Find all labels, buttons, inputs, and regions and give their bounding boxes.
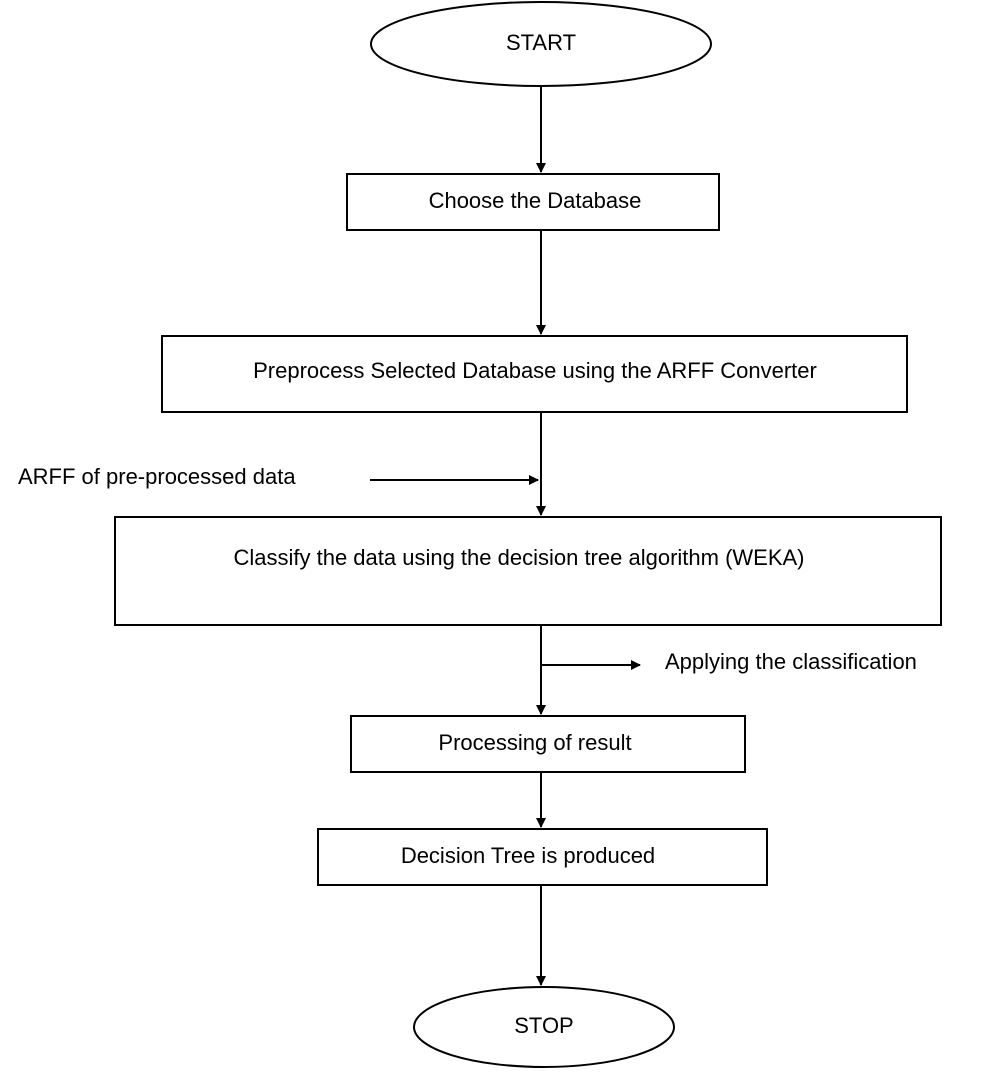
apply-classification-label: Applying the classification [665, 649, 917, 674]
processing-result-box [350, 715, 746, 773]
preprocess-label: Preprocess Selected Database using the A… [253, 358, 817, 383]
choose-database-label: Choose the Database [429, 188, 642, 213]
arff-input-label: ARFF of pre-processed data [18, 464, 296, 489]
decision-tree-box [317, 828, 768, 886]
stop-node [413, 986, 675, 1068]
classify-label: Classify the data using the decision tre… [233, 545, 804, 570]
choose-database-box [346, 173, 720, 231]
start-label: START [506, 30, 576, 55]
processing-result-label: Processing of result [438, 730, 631, 755]
classify-box [114, 516, 942, 626]
stop-label: STOP [514, 1013, 574, 1038]
decision-tree-label: Decision Tree is produced [401, 843, 655, 868]
preprocess-box [161, 335, 908, 413]
